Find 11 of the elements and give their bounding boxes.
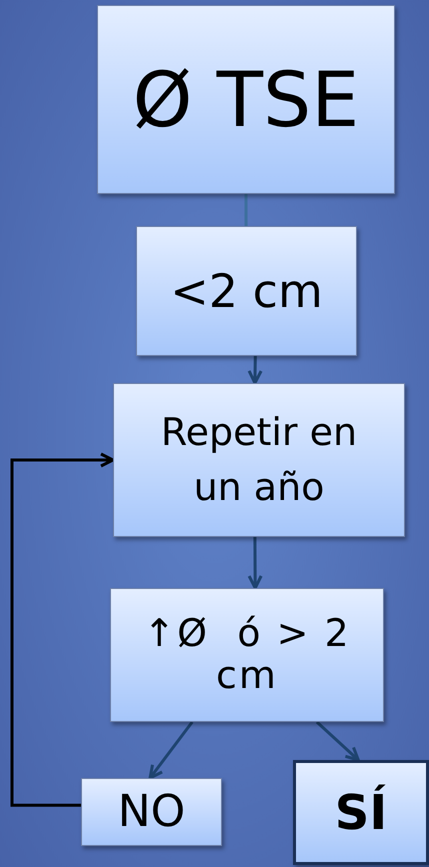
- arrow: [316, 720, 360, 762]
- process-box: NO: [81, 778, 222, 846]
- arrow: [248, 536, 263, 590]
- process-box: SÍ: [293, 760, 429, 865]
- arrow: [248, 356, 263, 384]
- arrow: [10, 452, 114, 807]
- process-box: <2 cm: [136, 226, 357, 356]
- arrow: [148, 721, 194, 780]
- process-box: ↑Ø ó > 2 cm: [110, 588, 384, 722]
- process-box: Ø TSE: [97, 5, 395, 194]
- process-box: Repetir en un año: [113, 383, 405, 537]
